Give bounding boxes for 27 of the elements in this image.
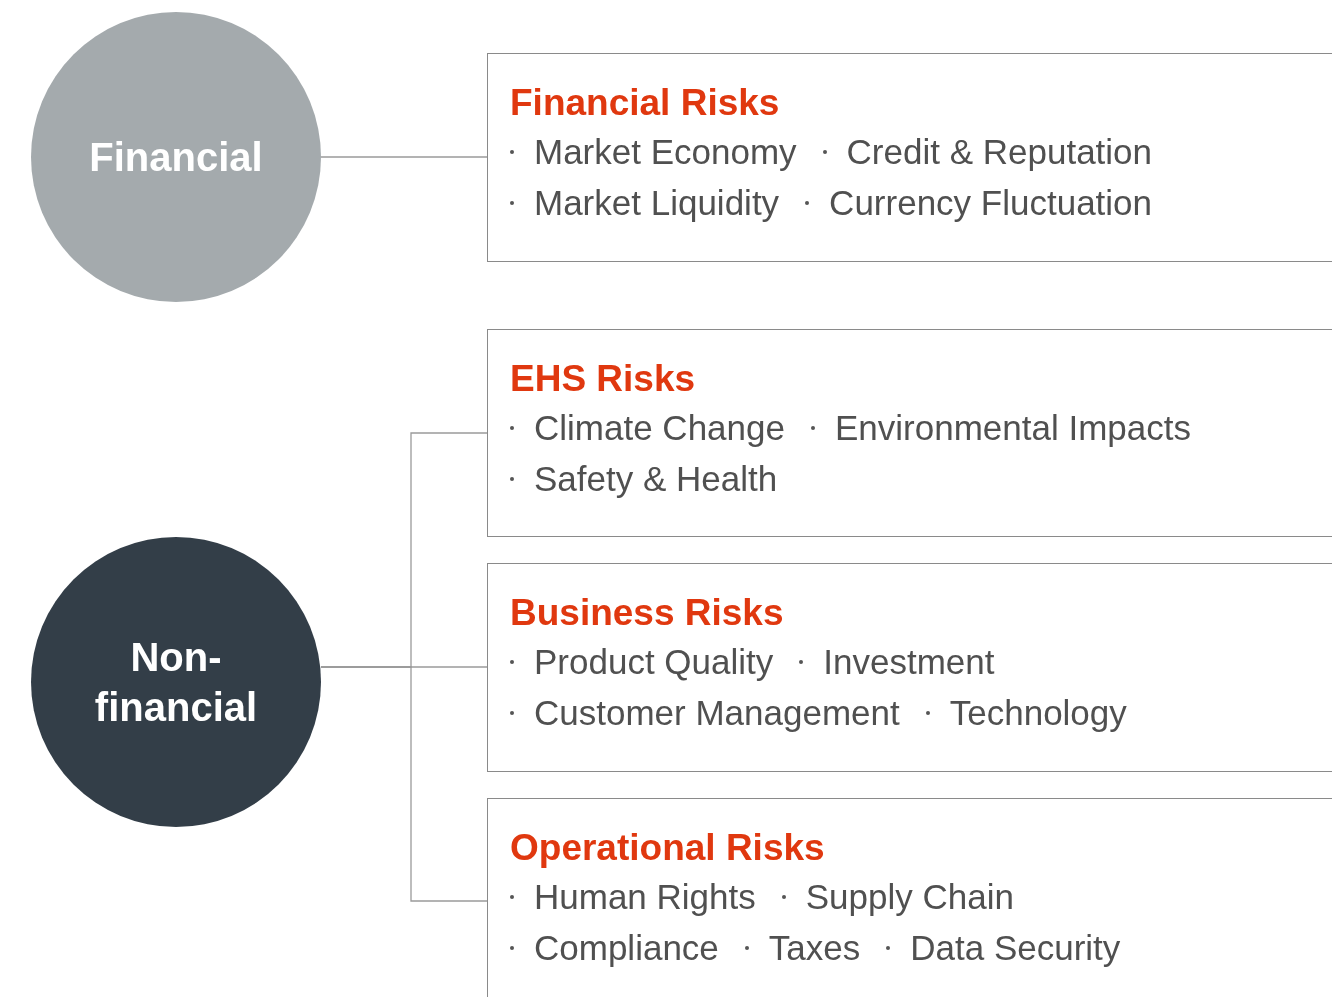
list-item: Currency Fluctuation	[829, 182, 1153, 224]
list-item: Market Liquidity	[534, 182, 780, 224]
box-heading: Operational Risks	[510, 826, 825, 870]
box-heading: Business Risks	[510, 591, 784, 635]
circle-label: Financial	[88, 134, 264, 181]
list-item: Climate Change	[534, 407, 785, 449]
list-item: Product Quality	[534, 641, 774, 683]
list-item: Human Rights	[534, 876, 756, 918]
list-item: Data Security	[910, 927, 1121, 969]
list-item: Supply Chain	[805, 876, 1014, 918]
list-item: Technology	[949, 692, 1127, 734]
list-item: Investment	[823, 641, 995, 683]
risk-box	[487, 53, 1332, 262]
list-item: Taxes	[768, 927, 861, 969]
list-item: Credit & Reputation	[846, 131, 1153, 173]
risk-box	[487, 563, 1332, 772]
list-item: Environmental Impacts	[834, 407, 1191, 449]
box-heading: EHS Risks	[510, 357, 696, 401]
connector-line	[320, 156, 488, 158]
list-item: Market Economy	[534, 131, 797, 173]
risk-box	[487, 798, 1332, 997]
risk-box	[487, 329, 1332, 537]
list-item: Customer Management	[534, 692, 900, 734]
box-heading: Financial Risks	[510, 81, 780, 125]
circle-label: Non-financial	[93, 634, 259, 731]
list-item: Safety & Health	[534, 458, 778, 500]
list-item: Compliance	[534, 927, 719, 969]
